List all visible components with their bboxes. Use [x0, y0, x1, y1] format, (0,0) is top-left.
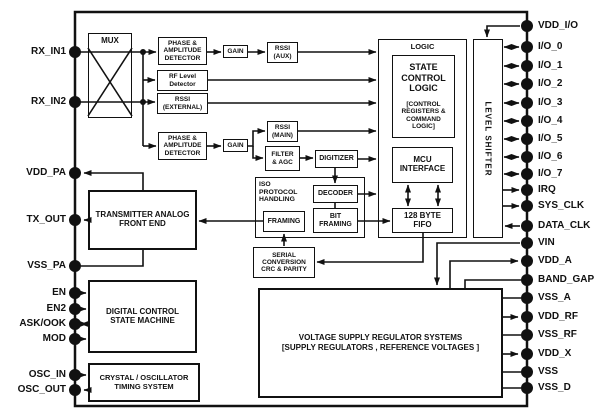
- pin-label-io-4: I/O_4: [538, 115, 563, 126]
- pin-label-irq: IRQ: [538, 184, 556, 195]
- pin-label-vss-d: VSS_D: [538, 382, 571, 393]
- pin-label-vin: VIN: [538, 237, 555, 248]
- pin-label-io-2: I/O_2: [538, 78, 563, 89]
- pin-label-io-0: I/O_0: [538, 41, 563, 52]
- pin-label-io-5: I/O_5: [538, 133, 563, 144]
- pin-label-data-clk: DATA_CLK: [538, 220, 591, 231]
- pin-label-vdd-x: VDD_X: [538, 348, 572, 359]
- pin-label-en: EN: [52, 287, 66, 298]
- pin-label-sys-clk: SYS_CLK: [538, 200, 585, 211]
- pin-label-tx-out: TX_OUT: [26, 214, 66, 225]
- pin-label-mod: MOD: [42, 333, 66, 344]
- pin-label-vss-pa: VSS_PA: [27, 260, 66, 271]
- pin-label-vdd-a: VDD_A: [538, 255, 572, 266]
- pin-label-io-1: I/O_1: [538, 60, 563, 71]
- pin-label-vdd-pa: VDD_PA: [26, 167, 66, 178]
- pin-label-vss-rf: VSS_RF: [538, 329, 577, 340]
- pin-label-io-7: I/O_7: [538, 168, 563, 179]
- pin-label-ask-ook: ASK/OOK: [19, 318, 66, 329]
- pin-label-osc-in: OSC_IN: [28, 369, 66, 380]
- pin-label-vss: VSS: [538, 366, 559, 377]
- pin-label-osc-out: OSC_OUT: [17, 384, 66, 395]
- pin-label-vdd-rf: VDD_RF: [538, 311, 579, 322]
- pin-label-rx-in2: RX_IN2: [30, 96, 66, 107]
- pin-label-vdd-io: VDD_I/O: [538, 20, 579, 31]
- pin-label-en2: EN2: [46, 303, 66, 314]
- pin-label-vss-a: VSS_A: [538, 292, 571, 303]
- pin-label-io-6: I/O_6: [538, 151, 563, 162]
- pin-label-rx-in1: RX_IN1: [30, 46, 66, 57]
- pin-label-band-gap: BAND_GAP: [538, 274, 595, 285]
- pin-label-io-3: I/O_3: [538, 97, 563, 108]
